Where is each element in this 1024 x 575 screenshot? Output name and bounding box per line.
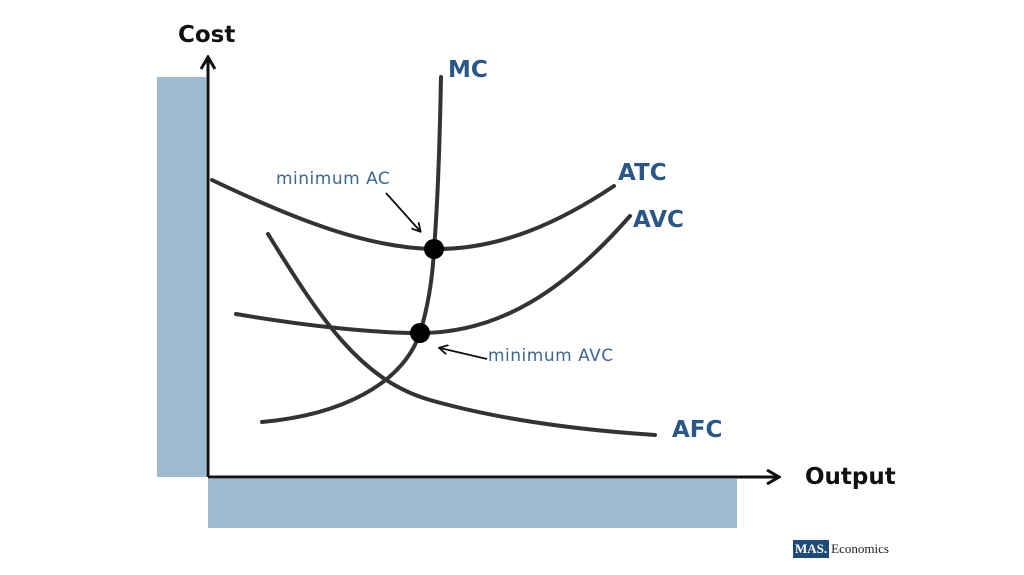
min-avc-arrow bbox=[440, 348, 488, 360]
x-axis-label: Output bbox=[805, 464, 896, 490]
min-ac-arrow bbox=[385, 192, 420, 231]
mc-curve bbox=[260, 75, 443, 424]
bottom-band bbox=[208, 479, 737, 528]
left-band bbox=[157, 77, 206, 477]
min-avc-annotation: minimum AVC bbox=[488, 346, 614, 366]
min-ac-annotation: minimum AC bbox=[276, 169, 391, 189]
atc-label: ATC bbox=[618, 160, 667, 186]
avc-label: AVC bbox=[633, 207, 684, 233]
min-avc-point bbox=[410, 323, 430, 343]
min-atc-point bbox=[424, 239, 444, 259]
mc-label: MC bbox=[448, 57, 488, 83]
logo-mark: MAS. bbox=[793, 540, 830, 558]
afc-curve bbox=[266, 232, 657, 437]
y-axis-label: Cost bbox=[178, 22, 236, 48]
afc-label: AFC bbox=[672, 417, 723, 443]
logo: MAS. Economics bbox=[793, 540, 889, 558]
logo-text: Economics bbox=[831, 541, 889, 556]
